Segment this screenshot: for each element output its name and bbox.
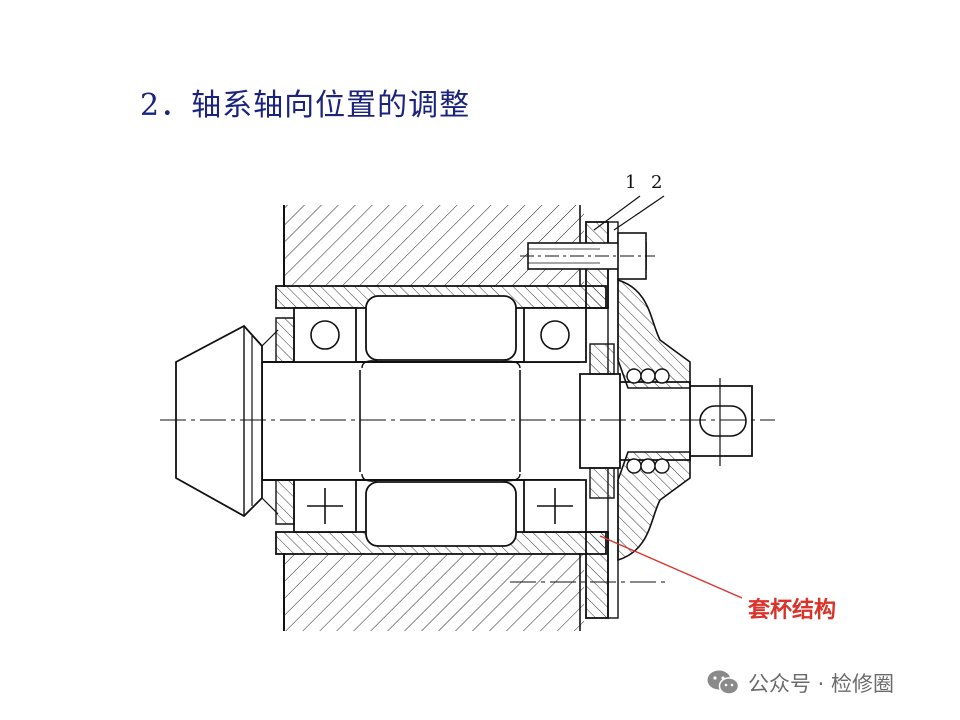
part-label-2: 2 xyxy=(651,172,663,193)
ball-bearing-top-left xyxy=(293,307,357,363)
slide-title: 2．轴系轴向位置的调整 xyxy=(140,88,471,123)
watermark: 公众号 · 检修圈 xyxy=(706,668,894,698)
wechat-icon xyxy=(707,670,740,695)
spacer-sleeve xyxy=(361,295,521,547)
part-label-1: 1 xyxy=(625,172,637,193)
ball-bearing-top-right xyxy=(523,307,587,363)
bearing-bottom-left xyxy=(293,479,357,533)
part-leaders xyxy=(593,195,665,231)
bearing-bottom-right xyxy=(523,479,587,533)
watermark-text: 公众号 · 检修圈 xyxy=(748,672,895,696)
lock-nut xyxy=(589,343,670,499)
end-cap xyxy=(617,278,691,562)
callout-leader xyxy=(599,535,743,599)
bevel-gear xyxy=(175,317,295,525)
bolt xyxy=(520,232,655,280)
callout-label: 套杯结构 xyxy=(748,598,837,623)
